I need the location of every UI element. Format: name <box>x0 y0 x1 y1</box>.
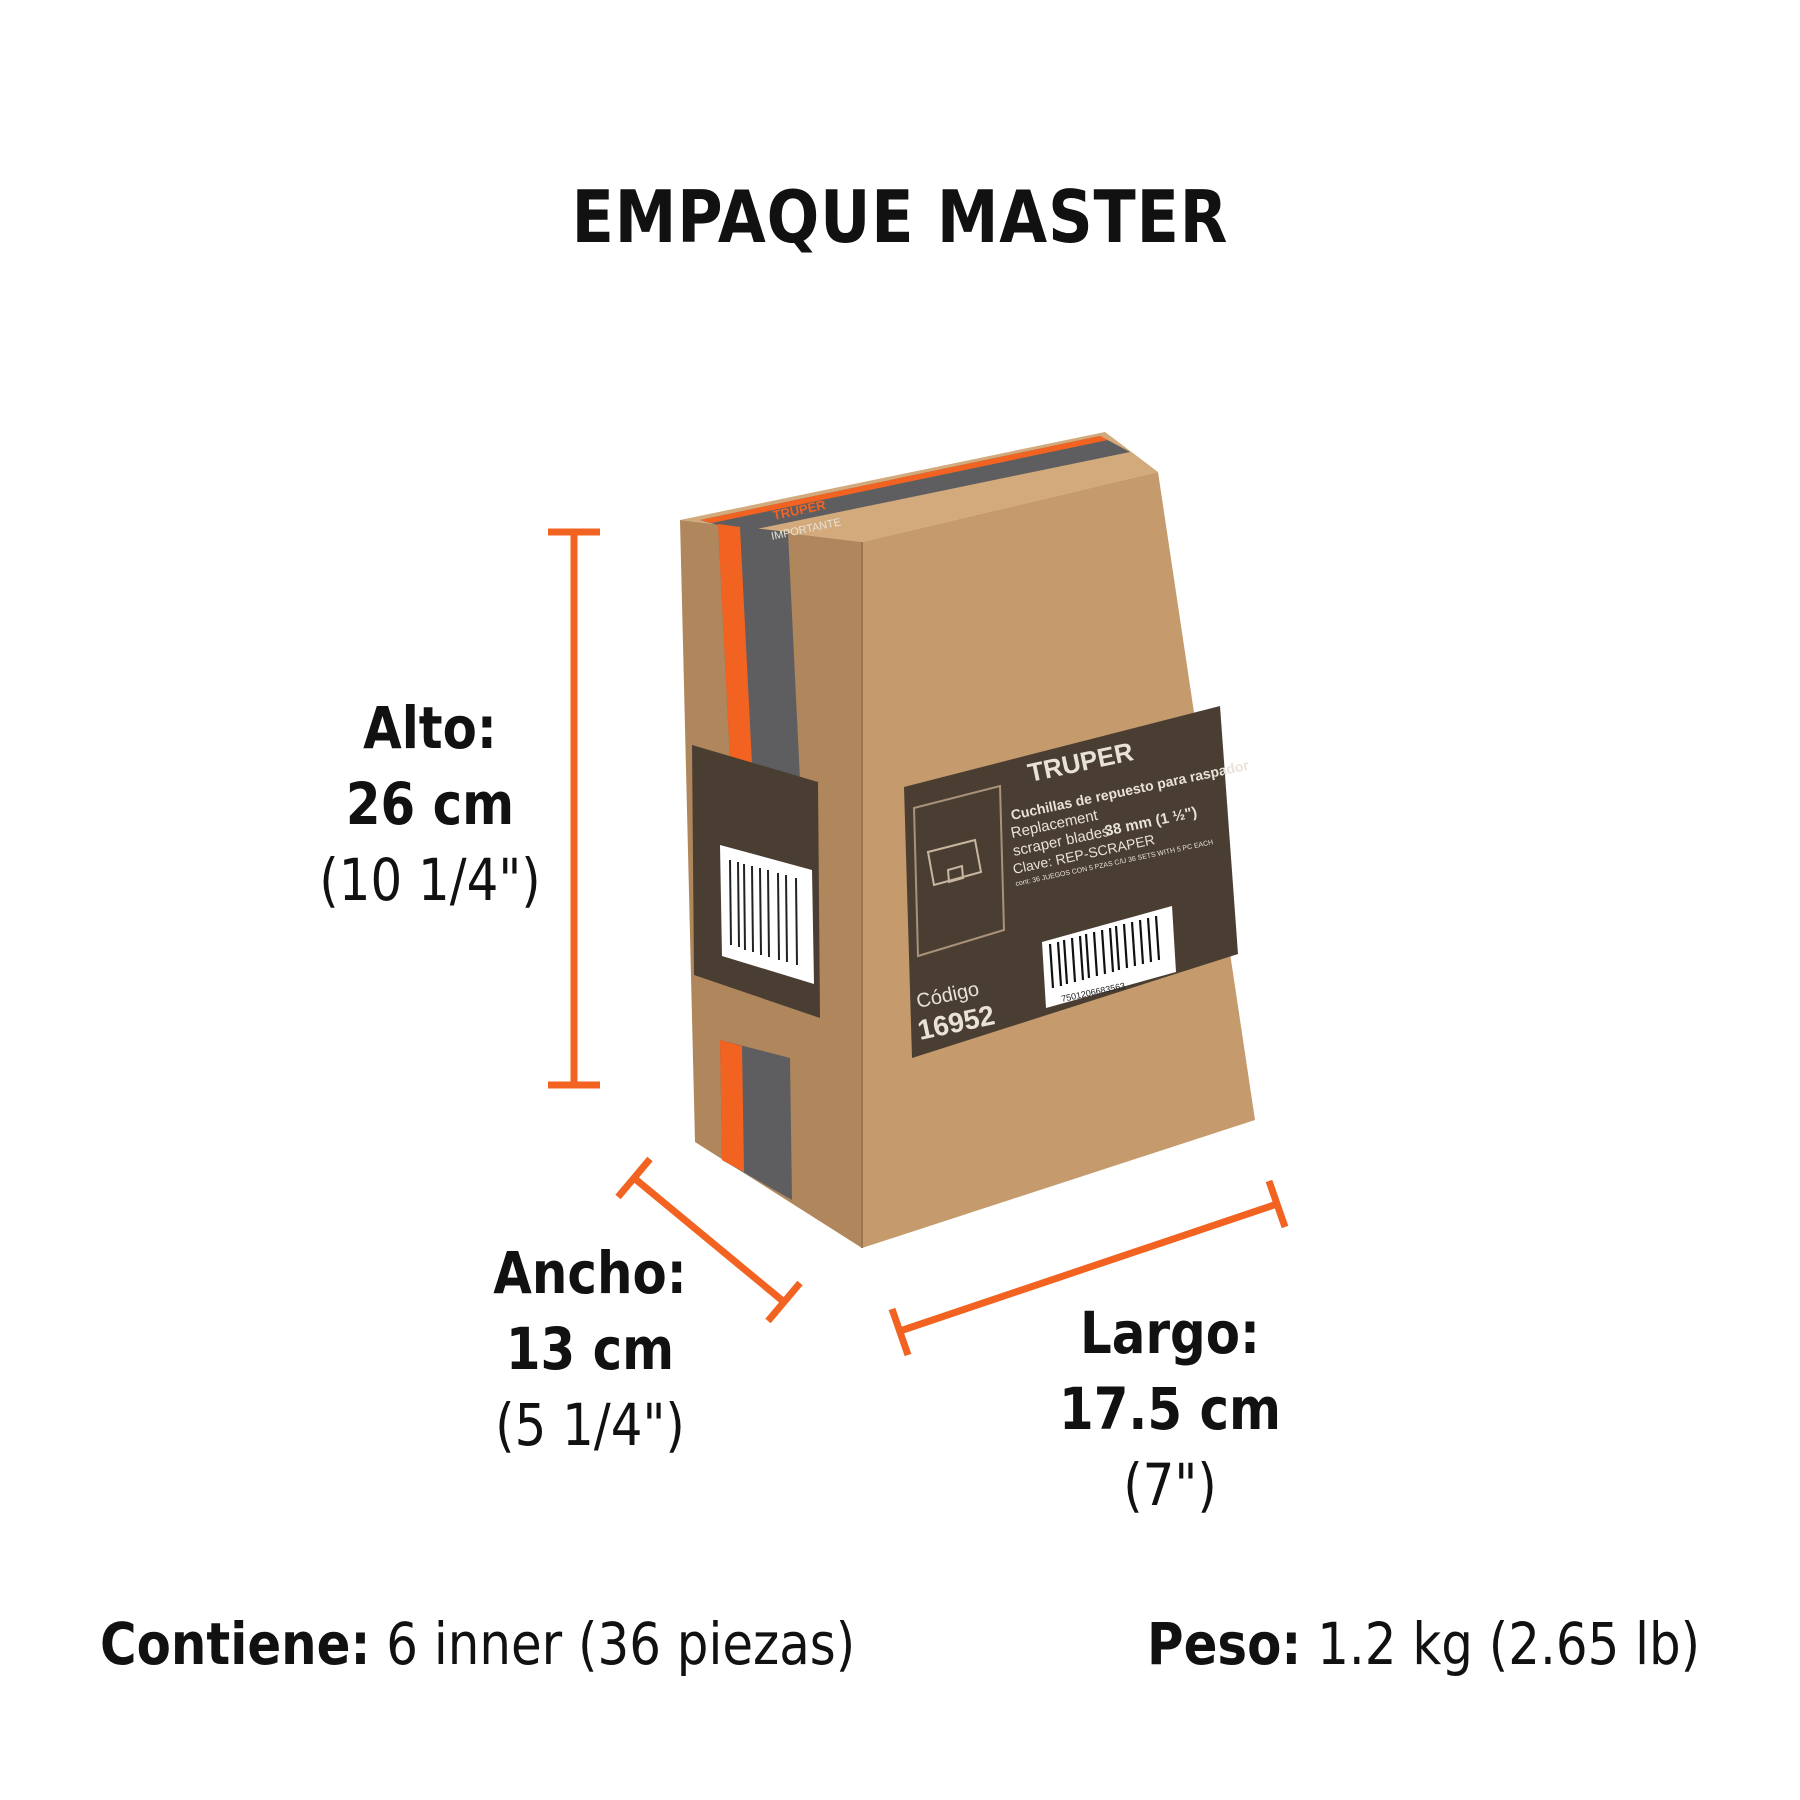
front-label <box>904 706 1238 1058</box>
contents-label: Contiene: <box>100 1610 371 1678</box>
width-metric: 13 cm <box>505 1315 675 1383</box>
side-label <box>692 745 820 1018</box>
length-dimension-line <box>888 1179 1289 1357</box>
contents-info: Contiene: 6 inner (36 piezas) <box>100 1610 855 1678</box>
packing-tape-top <box>700 436 1130 532</box>
length-label: Largo: <box>1080 1299 1260 1367</box>
page-title: EMPAQUE MASTER <box>571 175 1229 259</box>
weight-label: Peso: <box>1146 1610 1302 1678</box>
barcode <box>1042 906 1176 1008</box>
height-dimension-line <box>548 528 600 1089</box>
width-imperial: (5 1/4") <box>495 1391 685 1459</box>
contents-value: 6 inner (36 piezas) <box>386 1610 856 1678</box>
height-imperial: (10 1/4") <box>319 846 541 914</box>
length-dimension-label: Largo: 17.5 cm (7") <box>1058 1295 1282 1523</box>
scraper-blade-icon <box>926 838 983 887</box>
length-metric: 17.5 cm <box>1059 1375 1281 1443</box>
weight-info: Peso: 1.2 kg (2.65 lb) <box>1147 1610 1700 1678</box>
width-label: Ancho: <box>493 1239 687 1307</box>
length-imperial: (7") <box>1123 1451 1217 1519</box>
width-dimension-label: Ancho: 13 cm (5 1/4") <box>478 1235 702 1463</box>
height-dimension-label: Alto: 26 cm (10 1/4") <box>318 690 542 918</box>
height-label: Alto: <box>363 694 497 762</box>
height-metric: 26 cm <box>345 770 515 838</box>
weight-value: 1.2 kg (2.65 lb) <box>1317 1610 1700 1678</box>
width-dimension-line <box>615 1156 803 1324</box>
